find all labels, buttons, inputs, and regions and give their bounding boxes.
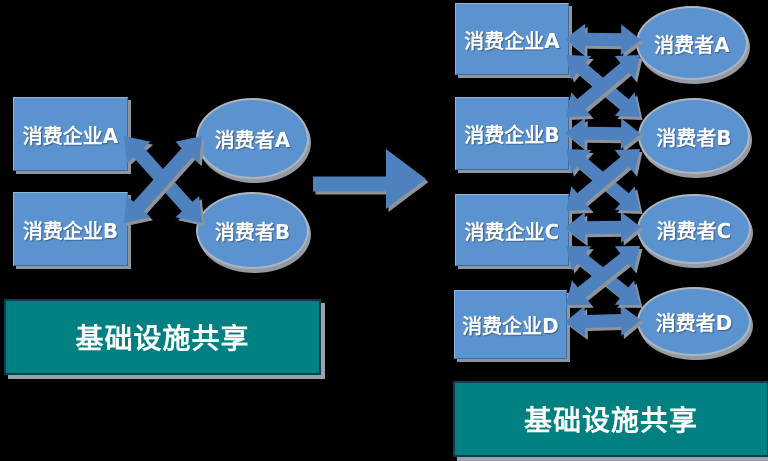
right-double-arrow-shape	[566, 55, 640, 117]
right-double-arrow-shadow	[568, 249, 643, 308]
left-infrastructure-banner: 基础设施共享	[4, 299, 321, 375]
left-double-arrow-shadow	[126, 139, 205, 226]
right-double-arrow-shape	[565, 117, 641, 150]
left-consumer-a-ellipse: 消费者A	[196, 98, 309, 179]
transform-right-arrow-icon	[313, 149, 429, 212]
right-double-arrow	[565, 305, 644, 340]
right-double-arrow-shape	[566, 246, 640, 305]
right-double-arrow-shape	[565, 23, 641, 56]
left-consumer-a-label: 消费者A	[214, 128, 291, 152]
left-double-arrow-shape	[124, 136, 202, 223]
right-double-arrow-shape	[566, 149, 640, 211]
right-double-arrow-shadow	[568, 58, 643, 120]
right-infrastructure-banner: 基础设施共享	[453, 381, 768, 457]
right-consumer-c-ellipse: 消费者C	[637, 194, 751, 264]
left-double-arrow	[124, 136, 205, 226]
right-consumer-b-label: 消费者B	[656, 125, 732, 150]
right-double-arrow-shadow	[567, 214, 644, 247]
right-double-arrow	[566, 149, 643, 214]
right-consumer-b-ellipse: 消费者B	[638, 98, 750, 174]
right-enterprise-c-label: 消费企业C	[464, 219, 560, 244]
right-enterprise-d-label: 消费企业D	[462, 314, 559, 338]
right-double-arrow-shape	[566, 246, 640, 305]
right-double-arrow	[565, 23, 644, 59]
right-consumer-c-label: 消费者C	[656, 218, 732, 243]
right-double-arrow-shape	[566, 149, 640, 211]
transform-right-arrow-icon-shape	[313, 149, 426, 209]
right-infrastructure-banner-label: 基础设施共享	[523, 404, 698, 437]
right-double-arrow	[566, 55, 643, 120]
right-double-arrow	[566, 55, 643, 120]
right-double-arrow	[565, 211, 644, 247]
right-double-arrow-shadow	[567, 308, 644, 340]
right-double-arrow	[566, 246, 643, 308]
left-enterprise-a-label: 消费企业A	[22, 123, 119, 148]
right-double-arrow-shadow	[567, 120, 644, 153]
left-enterprise-a-box: 消费企业A	[13, 97, 128, 171]
right-enterprise-a-box: 消费企业A	[455, 3, 569, 75]
right-consumer-d-ellipse: 消费者D	[637, 287, 751, 356]
right-consumer-a-label: 消费者A	[654, 32, 730, 57]
right-consumer-d-label: 消费者D	[655, 311, 733, 335]
left-double-arrow-shadow	[126, 139, 205, 226]
right-enterprise-c-box: 消费企业C	[455, 194, 569, 266]
right-enterprise-a-label: 消费企业A	[464, 28, 560, 53]
left-enterprise-b-box: 消费企业B	[13, 192, 128, 266]
right-double-arrow	[566, 246, 643, 308]
left-infrastructure-banner-label: 基础设施共享	[75, 322, 250, 355]
right-double-arrow-shape	[565, 305, 641, 337]
right-double-arrow	[566, 149, 643, 214]
right-enterprise-b-box: 消费企业B	[455, 97, 569, 170]
left-double-arrow-shape	[124, 136, 202, 223]
right-consumer-a-ellipse: 消费者A	[636, 6, 748, 80]
right-double-arrow-shadow	[568, 249, 643, 308]
right-double-arrow-shape	[566, 55, 640, 117]
right-double-arrow-shadow	[568, 58, 643, 120]
right-double-arrow	[565, 117, 644, 153]
left-consumer-b-label: 消费者B	[214, 220, 291, 244]
right-double-arrow-shadow	[568, 152, 643, 214]
right-double-arrow-shadow	[567, 26, 644, 59]
left-enterprise-b-label: 消费企业B	[22, 218, 119, 243]
right-double-arrow-shape	[565, 211, 641, 244]
right-enterprise-b-label: 消费企业B	[464, 123, 560, 147]
transform-right-arrow-icon-shadow	[315, 152, 429, 212]
left-double-arrow	[124, 136, 205, 226]
left-consumer-b-ellipse: 消费者B	[196, 192, 309, 269]
right-double-arrow-shadow	[568, 152, 643, 214]
right-enterprise-d-box: 消费企业D	[454, 290, 567, 359]
